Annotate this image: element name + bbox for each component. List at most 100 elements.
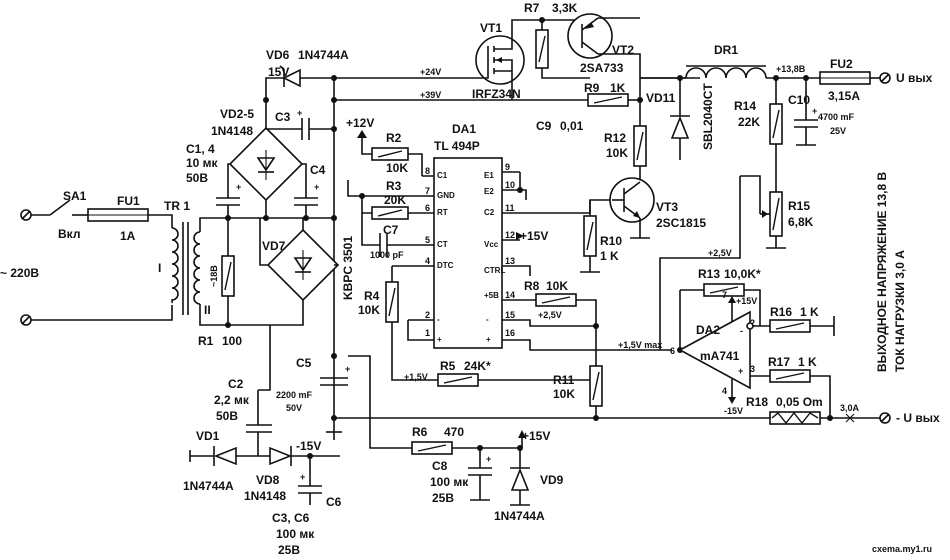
r5-label: R5: [440, 359, 456, 373]
plus12-label: +12V: [346, 116, 374, 130]
r15-value: 6,8K: [788, 215, 814, 229]
capacitor-c3: [301, 118, 310, 140]
terminal-out-pos: [879, 72, 891, 84]
fu1-value: 1A: [120, 229, 136, 243]
vd8-type: 1N4148: [244, 489, 286, 503]
vt1-type: IRFZ34N: [472, 87, 521, 101]
r4-value: 10K: [358, 303, 380, 317]
vd25-label: VD2-5: [220, 107, 254, 121]
v25a-label: +2,5V: [538, 310, 562, 320]
pin-15-minus-sign: -: [486, 315, 489, 324]
resistor-r7: [535, 29, 549, 69]
pin-ctrl-name: CTRL: [484, 266, 505, 275]
pin-5-number: 5: [425, 235, 430, 245]
c6-label: C6: [326, 495, 342, 509]
r13-value: 10,0K*: [724, 267, 761, 281]
r7-value: 3,3K: [552, 1, 578, 15]
capacitor-c8: [468, 467, 492, 476]
pin-13-number: 13: [505, 256, 515, 266]
pin-ref-name: +5В: [484, 291, 499, 300]
r16-value: 1 K: [800, 305, 819, 319]
vd6-voltage: 15V: [268, 65, 289, 79]
da2-type: mA741: [700, 349, 740, 363]
schottky-vd11: [670, 115, 690, 139]
v25b-label: +2,5V: [708, 248, 732, 258]
vt3-label: VT3: [656, 200, 678, 214]
resistor-r10: [583, 215, 597, 257]
r9-value: 1K: [610, 81, 626, 95]
c10-plus-sign: +: [812, 106, 817, 116]
resistor-r9: [587, 93, 629, 107]
vd11-type: SBL2040CT: [701, 83, 715, 150]
capacitor-c4: [294, 197, 318, 206]
zener-vd9: [510, 467, 530, 491]
capacitor-c1: [216, 197, 240, 206]
pin-15-number: 15: [505, 310, 515, 320]
mains-label: ~ 220В: [0, 266, 39, 280]
da2-pin3: 3: [750, 364, 755, 374]
watermark: cxema.my1.ru: [872, 544, 932, 554]
pin-gnd-name: GND: [437, 191, 455, 200]
resistor-r8: [535, 293, 577, 307]
plus15c-label: +15V: [522, 429, 550, 443]
c14-value: 10 мк: [186, 156, 219, 170]
capacitor-c5: [320, 377, 348, 386]
resistor-r5: [437, 373, 479, 387]
r3-label: R3: [386, 179, 402, 193]
pin-6-number: 6: [425, 203, 430, 213]
da1-periphery: +12V R2 10K R3 20K C7 1000 pF: [346, 116, 672, 418]
resistor-r11: [589, 365, 603, 407]
c3c6-value: 100 мк: [276, 527, 315, 541]
pin-7-number: 7: [425, 186, 430, 196]
tr1-label: TR 1: [164, 199, 190, 213]
out-pos-voltage: +13,8В: [776, 64, 806, 74]
v18-label: ~18В: [209, 265, 219, 287]
da2-minus-sign: -: [740, 326, 743, 336]
da2-pin4: 4: [722, 386, 727, 396]
pin-12-number: 12: [505, 230, 515, 240]
pin-14-number: 14: [505, 290, 515, 300]
c3c6-label: C3, C6: [272, 511, 310, 525]
pin-4-number: 4: [425, 256, 430, 266]
fuse-fu1: [87, 208, 149, 222]
switch-sa1: [31, 199, 88, 216]
r1-label: R1: [198, 334, 214, 348]
resistor-r12: [633, 125, 647, 167]
c2-voltage: 50В: [216, 409, 238, 423]
fu2-value: 3,15A: [828, 89, 860, 103]
c2-value: 2,2 мк: [214, 393, 250, 407]
c8-plus-sign: +: [486, 454, 491, 464]
plus15a-label: +15V: [520, 229, 548, 243]
main-rectifier: VD7 KBPC 3501 C5 + 2200 mF 50V: [228, 218, 355, 433]
pin-ct-name: CT: [437, 240, 448, 249]
zener-vd1: [213, 446, 237, 466]
c10-voltage: 25V: [830, 126, 846, 136]
u-out-neg-label: - U вых: [896, 411, 940, 425]
pin-1-number: 1: [425, 328, 430, 338]
resistor-r3: [371, 206, 409, 220]
c4-plus-sign: +: [314, 182, 319, 192]
pin-9-number: 9: [505, 162, 510, 172]
da2-pin2: 2: [750, 318, 755, 328]
c8-label: C8: [432, 459, 448, 473]
pin-rt-name: RT: [437, 208, 448, 217]
c14-label: C1, 4: [186, 142, 215, 156]
mains-terminal-top: [20, 209, 32, 221]
rail-24v-label: +24V: [420, 67, 441, 77]
pin-16-plus-sign: +: [486, 335, 491, 344]
pin-2-minus-sign: -: [437, 315, 440, 324]
r2-value: 10K: [386, 161, 408, 175]
rail-39v-label: +39V: [420, 90, 441, 100]
c10-value: 4700 mF: [818, 112, 855, 122]
c5-plus-sign: +: [345, 364, 350, 374]
r3-value: 20K: [384, 193, 406, 207]
r6-value: 470: [444, 425, 464, 439]
pin-8-number: 8: [425, 166, 430, 176]
winding-secondary-label: II: [204, 303, 211, 317]
c14-voltage: 50В: [186, 171, 208, 185]
r17-label: R17: [768, 355, 790, 369]
fu1-label: FU1: [117, 194, 140, 208]
capacitor-c10: [794, 119, 818, 128]
neg15-label: -15V: [296, 439, 321, 453]
